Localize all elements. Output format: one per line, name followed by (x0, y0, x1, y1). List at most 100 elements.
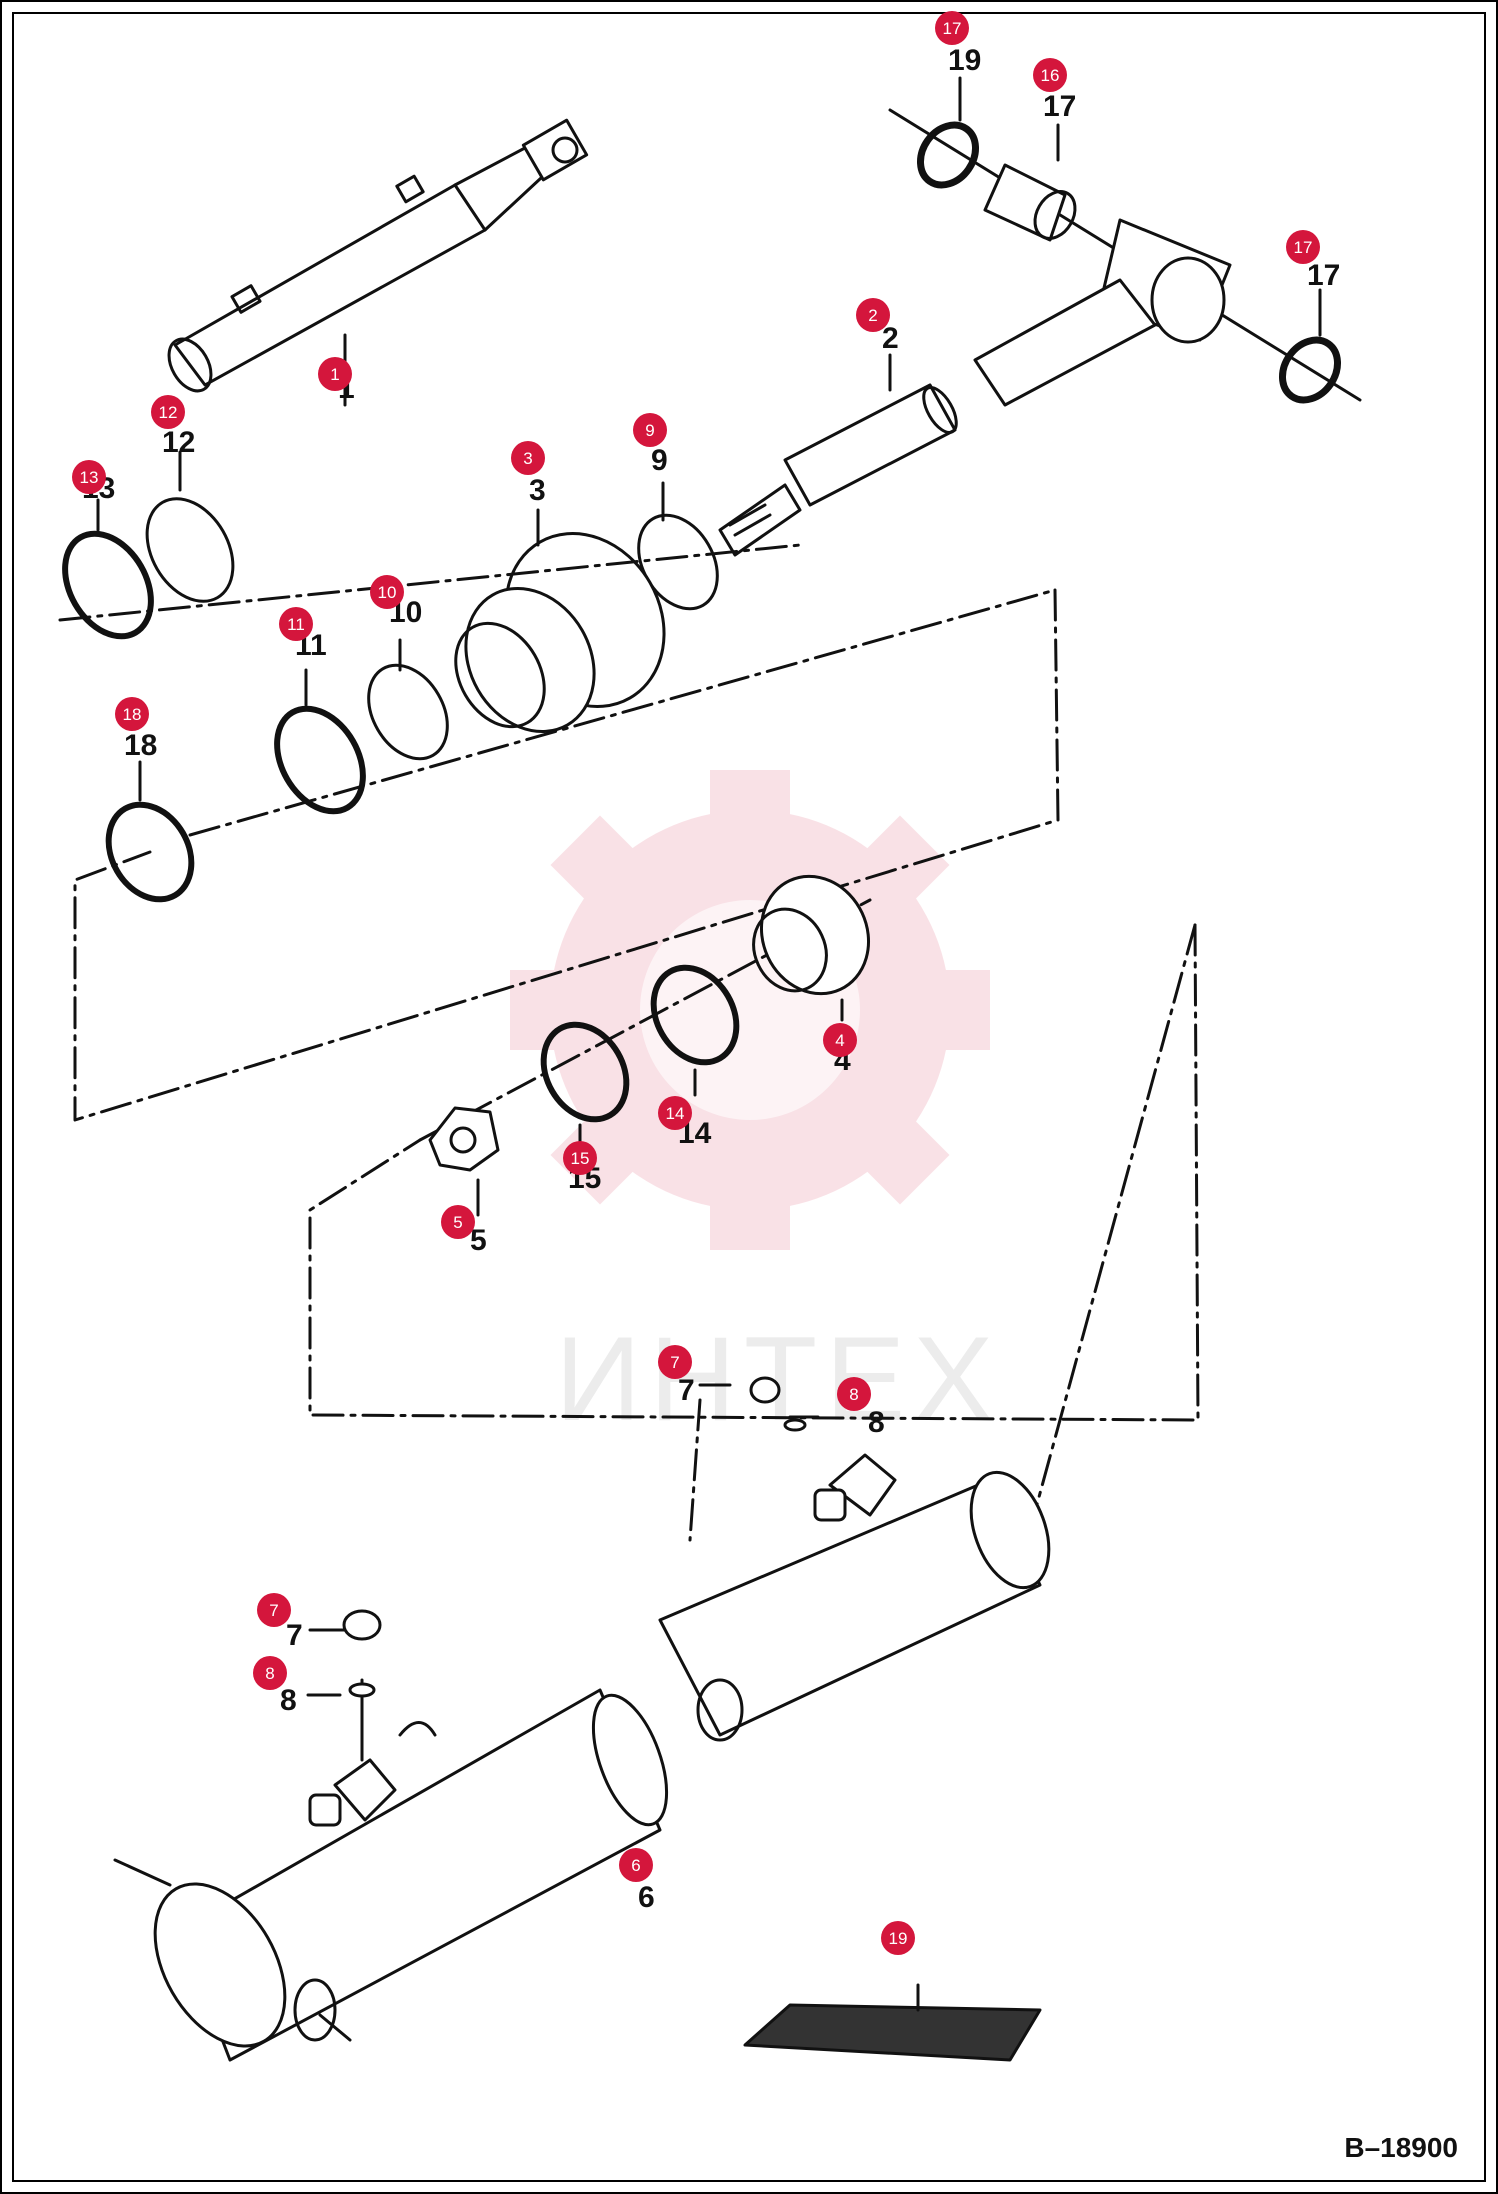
callout-badge-5[interactable]: 5 (441, 1205, 475, 1239)
callout-number: 15 (571, 1149, 590, 1168)
part-label-3: 3 (529, 474, 546, 507)
o-ring-13 (62, 530, 154, 640)
callout-badge-11[interactable]: 11 (279, 607, 313, 641)
callout-badge-6[interactable]: 6 (619, 1848, 653, 1882)
callout-circle (370, 575, 404, 609)
watermark-gear-icon (510, 770, 990, 1250)
callout-badge-7[interactable]: 7 (257, 1593, 291, 1627)
callout-circle (619, 1848, 653, 1882)
callout-number: 1 (330, 365, 339, 384)
callout-number: 10 (378, 583, 397, 602)
callout-number: 19 (889, 1929, 908, 1948)
part-label-6: 6 (638, 1881, 655, 1914)
callout-badge-1[interactable]: 1 (318, 357, 352, 391)
callout-number: 13 (80, 468, 99, 487)
callout-circle (279, 607, 313, 641)
callout-number: 16 (1041, 66, 1060, 85)
callout-badge-17[interactable]: 17 (1286, 230, 1320, 264)
callout-circle (658, 1345, 692, 1379)
callout-circle (72, 460, 106, 494)
o-ring-11 (274, 705, 366, 815)
callout-circle (318, 357, 352, 391)
callout-number: 5 (453, 1213, 462, 1232)
callout-number: 3 (523, 449, 532, 468)
part-label-8: 8 (868, 1406, 885, 1439)
wiper-10 (367, 663, 449, 761)
gland (454, 532, 666, 734)
callout-badge-8[interactable]: 8 (837, 1377, 871, 1411)
callout-badge-3[interactable]: 3 (511, 441, 545, 475)
callout-circle (151, 395, 185, 429)
callout-circle (823, 1023, 857, 1057)
callout-circle (511, 441, 545, 475)
callout-number: 14 (666, 1104, 685, 1123)
o-ring-18 (105, 801, 195, 903)
callout-badge-8[interactable]: 8 (253, 1656, 287, 1690)
callout-badge-13[interactable]: 13 (72, 460, 106, 494)
callout-badge-19[interactable]: 19 (881, 1921, 915, 1955)
callout-number: 17 (1294, 238, 1313, 257)
callout-number: 8 (265, 1664, 274, 1683)
callout-badge-18[interactable]: 18 (115, 697, 149, 731)
callout-badge-17[interactable]: 17 (935, 11, 969, 45)
callout-circle (633, 413, 667, 447)
callout-badge-9[interactable]: 9 (633, 413, 667, 447)
callout-circle (1033, 58, 1067, 92)
seal-12 (145, 497, 235, 603)
part-label-5: 5 (470, 1224, 487, 1257)
part-label-9: 9 (651, 444, 668, 477)
callout-badge-4[interactable]: 4 (823, 1023, 857, 1057)
callout-number: 18 (123, 705, 142, 724)
callout-circle (935, 11, 969, 45)
callout-badge-10[interactable]: 10 (370, 575, 404, 609)
part-label-17: 17 (1307, 259, 1340, 292)
callout-circle (115, 697, 149, 731)
callout-number: 9 (645, 421, 654, 440)
part-label-17: 19 (948, 44, 981, 77)
callout-number: 17 (943, 19, 962, 38)
leader-lines (96, 76, 1322, 2012)
callout-badge-15[interactable]: 15 (563, 1141, 597, 1175)
nut (428, 1106, 500, 1172)
callout-circle (837, 1377, 871, 1411)
part-label-7: 7 (678, 1374, 695, 1407)
callout-circle (253, 1656, 287, 1690)
callout-number: 8 (849, 1385, 858, 1404)
part-label-18: 18 (124, 729, 157, 762)
piston-rod (718, 383, 958, 557)
rod-eye (888, 108, 1362, 407)
callout-badge-12[interactable]: 12 (151, 395, 185, 429)
piston (759, 874, 871, 996)
callout-badge-2[interactable]: 2 (856, 298, 890, 332)
callout-circle (441, 1205, 475, 1239)
callout-number: 12 (159, 403, 178, 422)
drawing-code: B–18900 (1344, 2132, 1458, 2163)
callout-circle (1286, 230, 1320, 264)
callout-number: 7 (670, 1353, 679, 1372)
barrel (113, 1376, 1051, 2062)
part-label-8: 8 (280, 1684, 297, 1717)
cylinder-assembly (167, 118, 589, 407)
callout-circle (856, 298, 890, 332)
callout-number: 11 (287, 615, 305, 634)
decal (743, 2003, 1042, 2062)
callout-circle (658, 1096, 692, 1130)
guide-lines (58, 543, 1200, 1542)
part-label-2: 2 (882, 322, 899, 355)
callout-circle (563, 1141, 597, 1175)
callout-number: 6 (631, 1856, 640, 1875)
callout-number: 7 (269, 1601, 278, 1620)
part-label-12: 12 (162, 426, 195, 459)
callout-number: 4 (835, 1031, 844, 1050)
callout-circle (257, 1593, 291, 1627)
callout-number: 2 (868, 306, 877, 325)
seal-15 (540, 1021, 630, 1123)
callout-badge-7[interactable]: 7 (658, 1345, 692, 1379)
callout-badge-14[interactable]: 14 (658, 1096, 692, 1130)
callout-badge-16[interactable]: 16 (1033, 58, 1067, 92)
watermark-text: ИНТЕХ (555, 1312, 1001, 1446)
callout-circle (881, 1921, 915, 1955)
